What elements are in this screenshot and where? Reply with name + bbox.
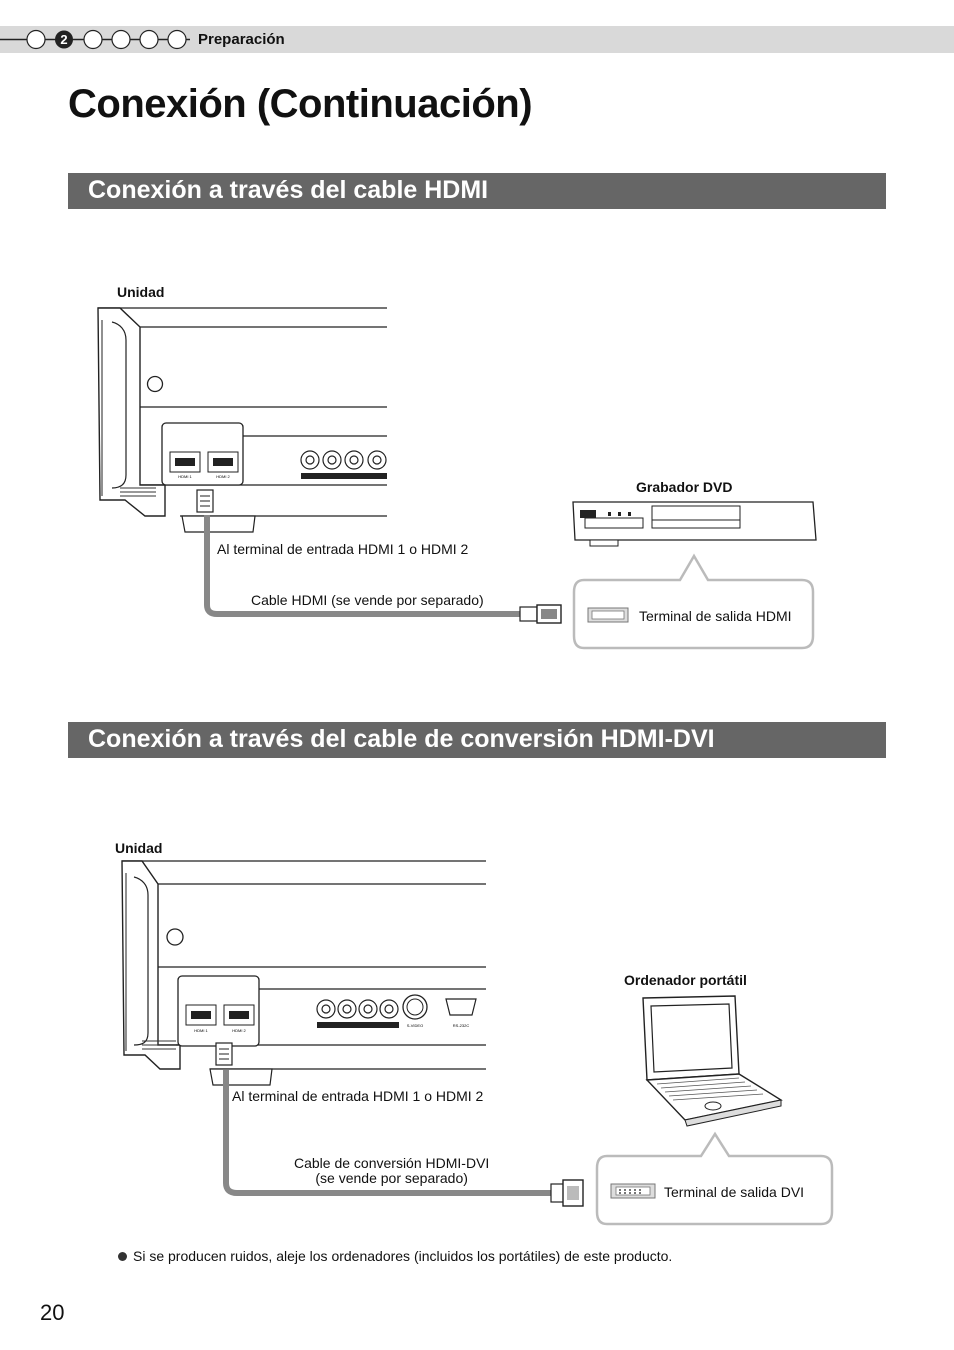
dvd-recorder-illustration xyxy=(572,501,817,547)
port-label-hdmi2: HDMI 2 xyxy=(216,474,230,479)
hdmi-cable xyxy=(204,515,562,624)
dvd-recorder-label: Grabador DVD xyxy=(636,479,733,495)
step-number: 2 xyxy=(60,32,67,47)
input-terminal-label: Al terminal de entrada HDMI 1 o HDMI 2 xyxy=(217,541,469,557)
page-title: Conexión (Continuación) xyxy=(68,82,533,126)
bullet-icon xyxy=(118,1252,127,1261)
section-title: Conexión a través del cable HDMI xyxy=(88,176,489,204)
input-terminal-label: Al terminal de entrada HDMI 1 o HDMI 2 xyxy=(232,1088,484,1104)
projector-rear-illustration: HDMI 1 HDMI 2 xyxy=(97,307,387,533)
port-label-svideo: S-VIDEO xyxy=(407,1023,423,1028)
hdmi-output-terminal-label: Terminal de salida HDMI xyxy=(639,608,792,624)
section-heading-hdmi-dvi: Conexión a través del cable de conversió… xyxy=(68,722,886,758)
dvi-output-callout xyxy=(595,1131,834,1226)
hdmi-dvi-conversion-cable xyxy=(223,1070,584,1207)
cable-label-line2: (se vende por separado) xyxy=(315,1170,468,1186)
port-label-hdmi1: HDMI 1 xyxy=(178,474,192,479)
cable-label-line1: Cable de conversión HDMI-DVI xyxy=(294,1155,490,1171)
page-number: 20 xyxy=(40,1300,65,1325)
cable-label: Cable HDMI (se vende por separado) xyxy=(251,592,484,608)
note-text: Si se producen ruidos, aleje los ordenad… xyxy=(133,1248,673,1264)
section-heading-hdmi: Conexión a través del cable HDMI xyxy=(68,173,886,209)
port-label-rs232c: RS-232C xyxy=(453,1023,470,1028)
port-label-hdmi2: HDMI 2 xyxy=(232,1028,246,1033)
noise-note: Si se producen ruidos, aleje los ordenad… xyxy=(118,1248,672,1264)
port-label-hdmi1: HDMI 1 xyxy=(194,1028,208,1033)
projector-rear-illustration: HDMI 1 HDMI 2 S-VIDEO RS-232C xyxy=(121,860,486,1086)
section-label: Preparación xyxy=(198,31,285,48)
unit-label: Unidad xyxy=(115,840,163,856)
laptop-illustration xyxy=(642,995,783,1127)
chapter-step-indicator: 2 xyxy=(0,29,190,50)
section-title: Conexión a través del cable de conversió… xyxy=(88,725,715,753)
hdmi-output-callout xyxy=(572,553,815,650)
dvi-output-terminal-label: Terminal de salida DVI xyxy=(664,1184,805,1200)
unit-label: Unidad xyxy=(117,284,165,300)
cable-label: Cable de conversión HDMI-DVI (se vende p… xyxy=(294,1155,489,1186)
laptop-label: Ordenador portátil xyxy=(624,972,747,988)
